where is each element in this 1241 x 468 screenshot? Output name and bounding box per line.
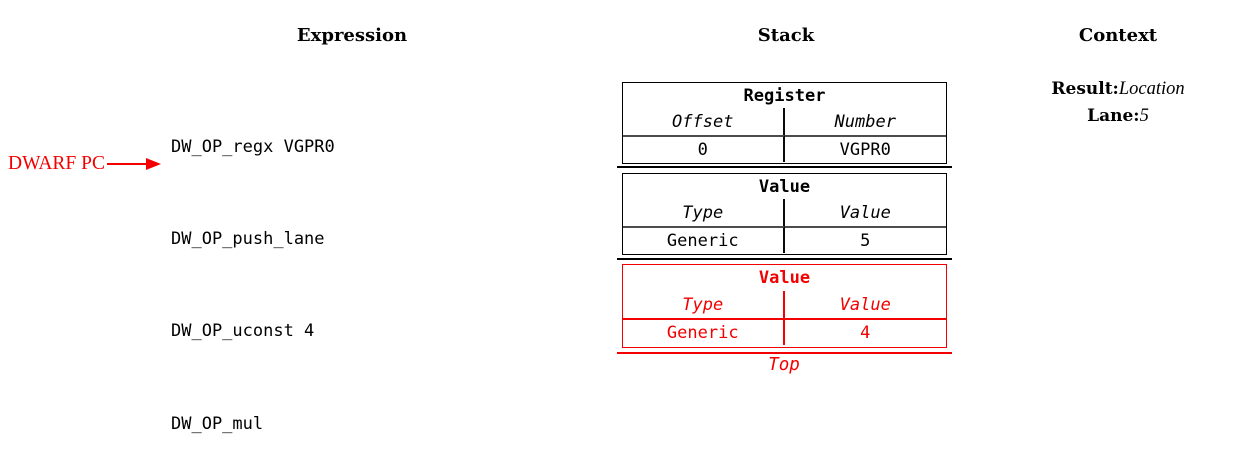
number-value: VGPR0: [784, 135, 946, 162]
expression-column-heading: Expression: [296, 25, 408, 46]
stack-top-separator: [617, 352, 952, 354]
dwarf-pc-marker: DWARF PC: [8, 151, 161, 177]
arrow-right-icon: [107, 162, 146, 166]
column-header-type: Type: [623, 199, 785, 226]
stack-entry-value-4-top: Value Type Value Generic 4: [622, 264, 947, 348]
expression-line: DW_OP_uconst 4: [171, 321, 315, 342]
result-label: Result:: [1051, 79, 1119, 99]
offset-value: 0: [623, 135, 785, 162]
stack-entry-title: Value: [758, 176, 811, 197]
value-value: 4: [784, 318, 946, 345]
dwarf-pc-label: DWARF PC: [8, 153, 105, 174]
stack-entry-title: Register: [743, 85, 826, 106]
stack-entry-separator: [617, 166, 952, 168]
column-header-type: Type: [623, 291, 785, 318]
stack-entry-grid: Type Value Generic 4: [623, 291, 946, 345]
expression-list: DW_OP_regx VGPR0 DW_OP_push_lane DW_OP_u…: [171, 70, 335, 468]
context-lane-line: Lane:5: [1051, 103, 1184, 130]
value-value: 5: [784, 226, 946, 253]
type-value: Generic: [623, 318, 785, 345]
context-column-heading: Context: [1078, 25, 1158, 46]
column-header-number: Number: [834, 111, 896, 132]
stack-column-heading: Stack: [757, 25, 815, 46]
expression-line: DW_OP_mul: [171, 413, 264, 434]
expression-line: DW_OP_push_lane: [171, 228, 325, 249]
context-block: Result:Location Lane:5: [1051, 76, 1184, 130]
stack-entry-title: Value: [758, 268, 811, 288]
stack-entry-register: Register Offset Number 0 VGPR0: [622, 82, 947, 164]
arrow-right-head-icon: [146, 158, 161, 170]
stack-top-label: Top: [768, 355, 800, 375]
column-header-offset: Offset: [623, 108, 785, 135]
column-header-value: Value: [839, 294, 891, 315]
stack-entry-grid: Offset Number 0 VGPR0: [623, 108, 946, 162]
type-value: Generic: [623, 226, 785, 253]
stack-entry-value-5: Value Type Value Generic 5: [622, 173, 947, 255]
context-result-line: Result:Location: [1051, 76, 1184, 103]
stack-entry-separator: [617, 258, 952, 260]
result-value: Location: [1118, 79, 1185, 99]
stack-entry-grid: Type Value Generic 5: [623, 199, 946, 253]
column-header-value: Value: [839, 202, 891, 223]
expression-line: DW_OP_regx VGPR0: [171, 136, 335, 157]
lane-label: Lane:: [1087, 106, 1140, 126]
lane-value: 5: [1139, 106, 1149, 126]
